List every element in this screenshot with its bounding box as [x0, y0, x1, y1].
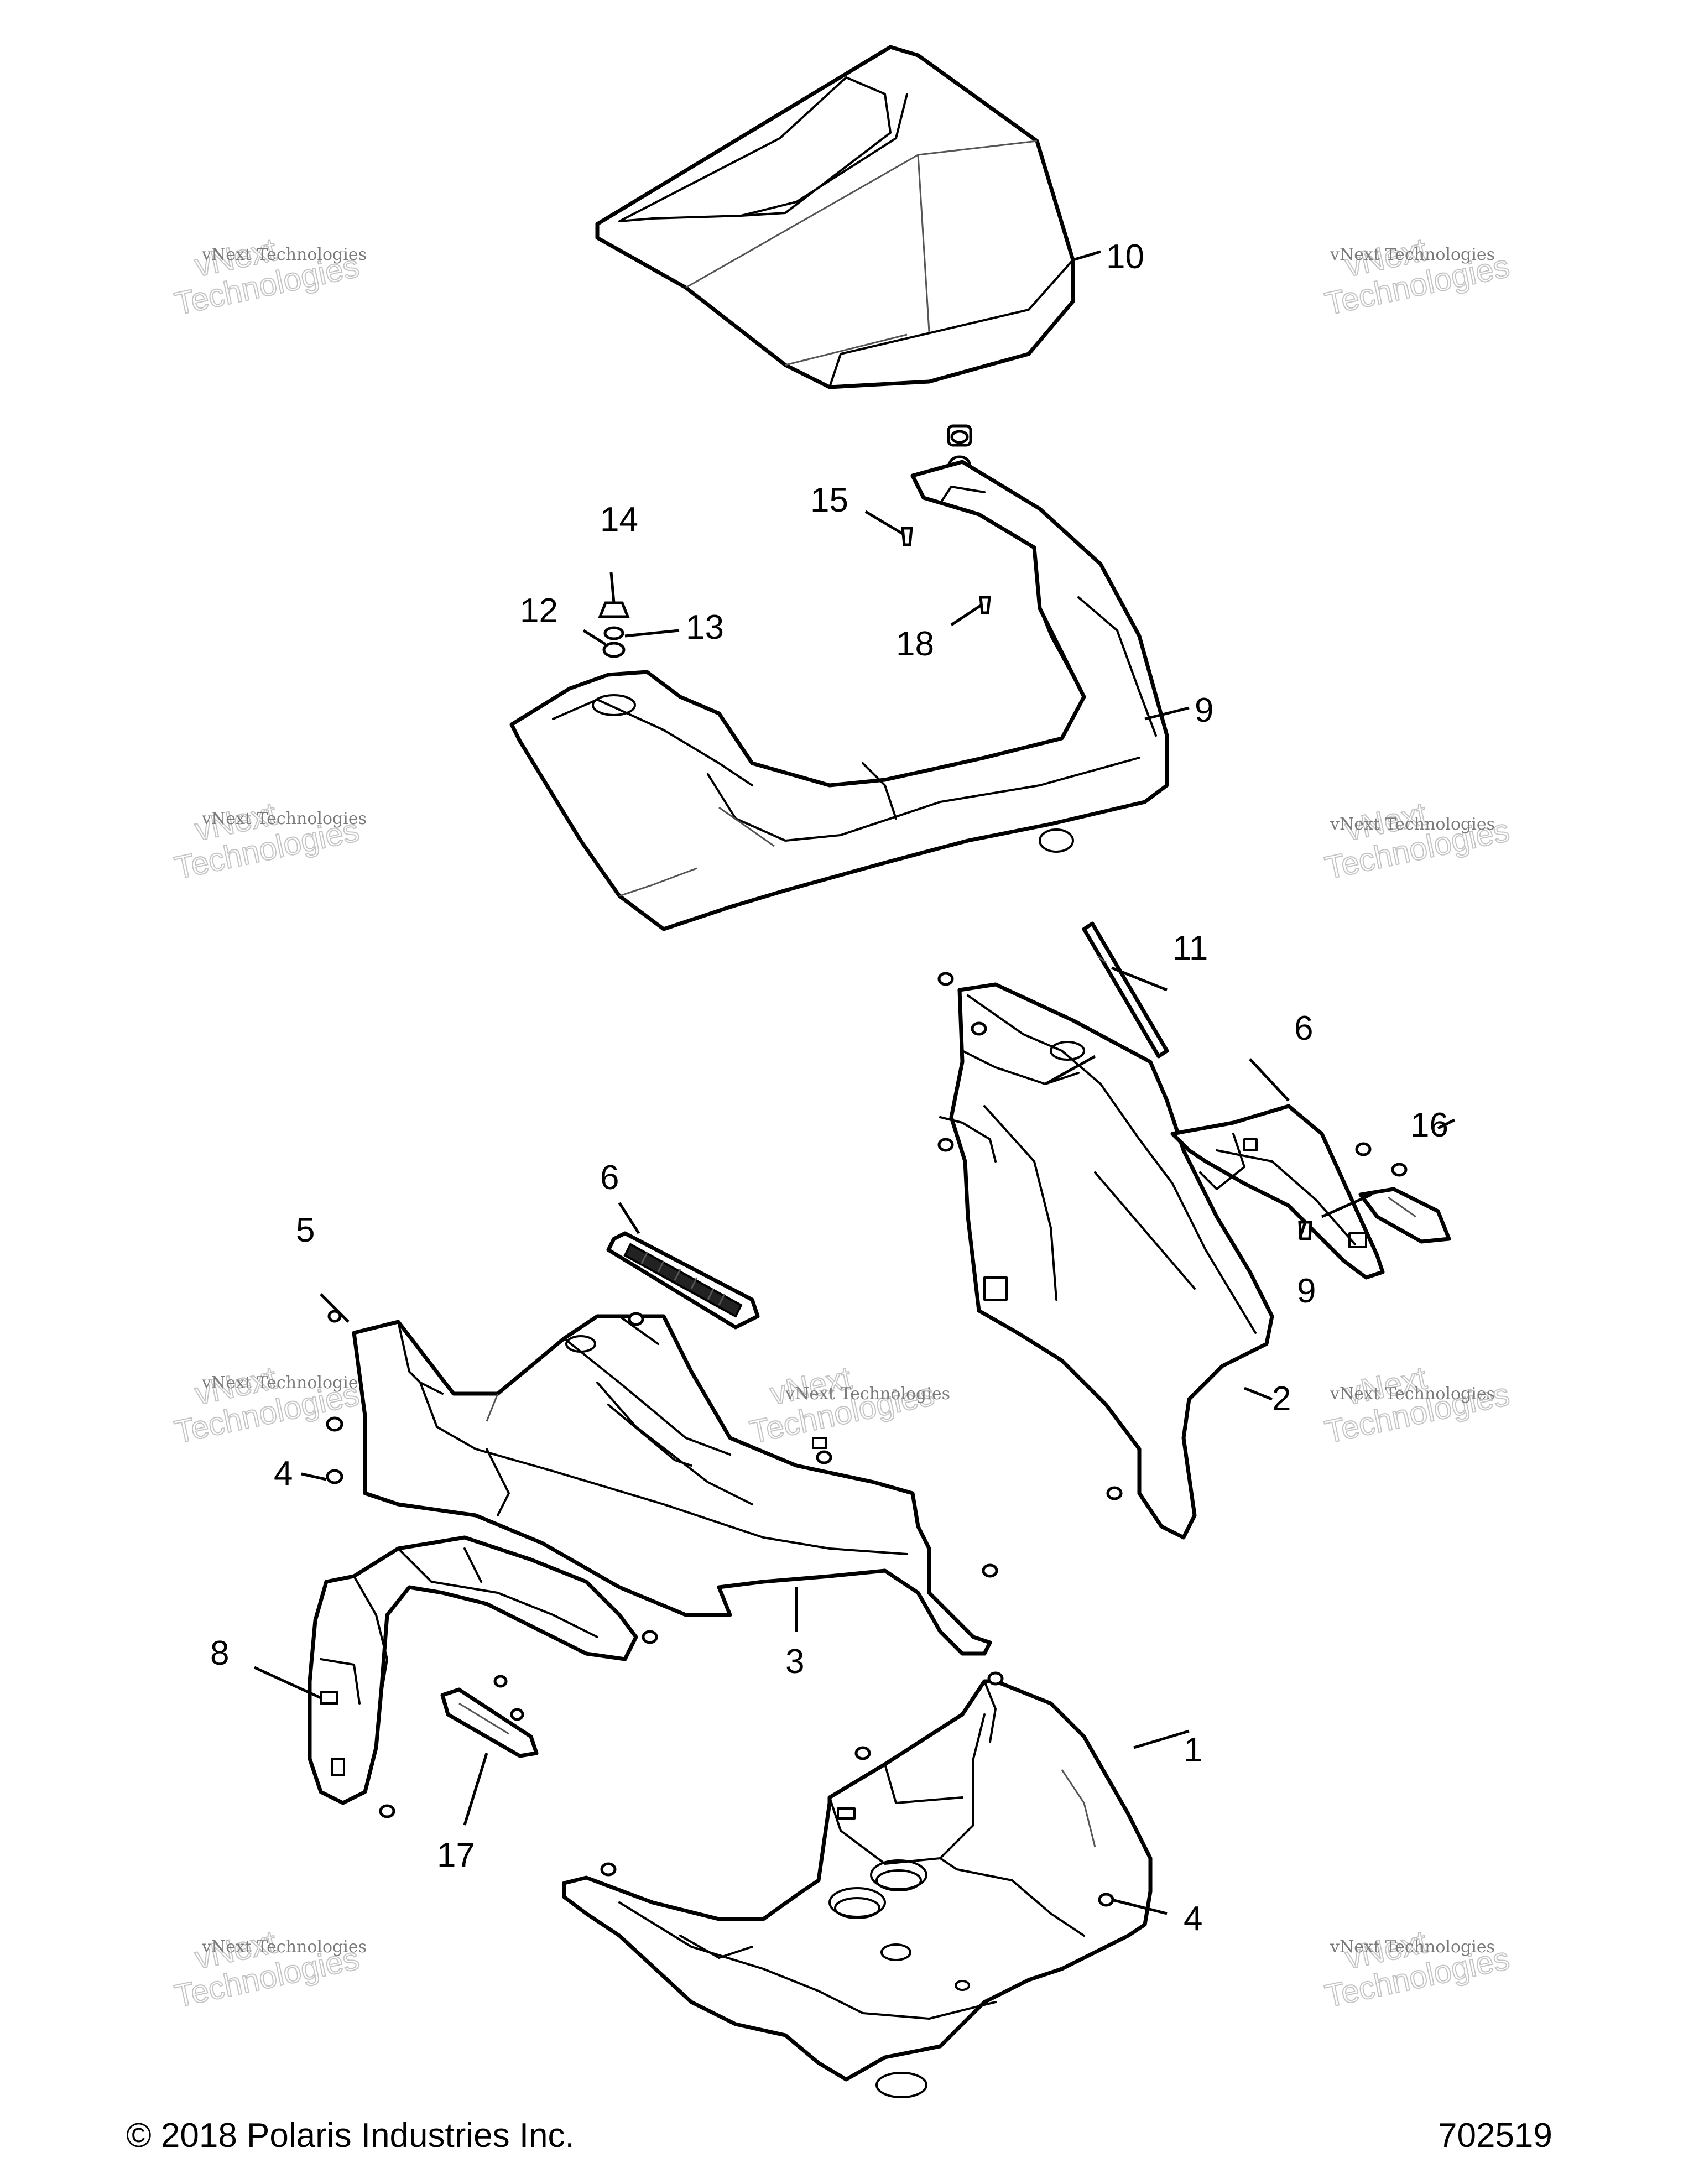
- watermark-small-12: vNext Technologies: [1330, 1937, 1495, 1957]
- part-12-strip: [1082, 921, 1169, 1059]
- part-2-right-panel: [939, 982, 1274, 1540]
- callout-8: 8: [210, 1634, 229, 1672]
- fastener-stack-13-15: [598, 601, 630, 658]
- callout-12: 11: [1172, 929, 1208, 967]
- watermark-small-4: vNext Technologies: [201, 809, 367, 828]
- part-17-bracket: [1355, 1142, 1451, 1244]
- watermark-small-9: vNext Technologies: [1330, 1384, 1495, 1404]
- watermark-small-8: vNext Technologies: [785, 1384, 950, 1404]
- watermark-small-7: vNext Technologies: [201, 1373, 367, 1393]
- fastener-19: [979, 596, 991, 614]
- callout-7: 6: [1294, 1009, 1313, 1047]
- callout-15: 14: [600, 501, 638, 539]
- callout-14: 13: [686, 608, 724, 647]
- callout-1: 1: [1184, 1731, 1202, 1769]
- callout-19: 18: [896, 625, 934, 663]
- watermark-small-10: vNext Technologies: [201, 1937, 367, 1957]
- callout-11: 10: [1106, 238, 1144, 276]
- callout-labels: 10 14 12 13 15 18 9 11 6 16 9 2 6 5 4 3 …: [210, 238, 1448, 1938]
- part-6-grille: [606, 1231, 760, 1330]
- leader-lines: [253, 250, 1456, 1915]
- watermark-10: vNext Technologies: [171, 1924, 363, 2015]
- watermark-small-6: vNext Technologies: [1330, 815, 1495, 834]
- watermark-small-1: vNext Technologies: [201, 245, 367, 264]
- part-8-fender-flare: [308, 1535, 638, 1805]
- callout-4-right: 4: [1184, 1900, 1202, 1938]
- callout-17: 16: [1410, 1106, 1448, 1144]
- part-18-bracket: [440, 1687, 539, 1758]
- callout-9: 9: [1297, 1272, 1316, 1310]
- callout-3: 3: [785, 1643, 804, 1681]
- part-11-hood: [595, 45, 1075, 389]
- callout-4-left: 4: [274, 1455, 293, 1493]
- callout-18: 17: [437, 1836, 475, 1874]
- part-2-fasteners: [937, 972, 1123, 1500]
- watermark-small-3: vNext Technologies: [1330, 245, 1495, 264]
- part-10-front-panel: [509, 460, 1169, 931]
- part-1-fasteners: [600, 1671, 1114, 1907]
- fastener-16: [901, 527, 913, 546]
- watermark-3: vNext Technologies: [1321, 231, 1513, 322]
- copyright-text: © 2018 Polaris Industries Inc.: [126, 2117, 575, 2155]
- callout-2: 2: [1272, 1380, 1291, 1418]
- callout-5: 5: [296, 1211, 315, 1249]
- part-1-floor-console: [562, 1679, 1153, 2098]
- callout-10: 9: [1195, 691, 1213, 729]
- watermark-1: vNext Technologies: [171, 231, 363, 322]
- part-3-left-panel: [352, 1314, 992, 1656]
- watermark-7: vNext Technologies: [171, 1359, 363, 1451]
- diagram-number: 702519: [1438, 2117, 1552, 2155]
- part-7-fender-flare: [1170, 1104, 1385, 1280]
- callout-13: 12: [520, 592, 558, 630]
- callout-16: 15: [810, 481, 848, 519]
- watermark-4: vNext Technologies: [171, 795, 363, 887]
- watermark-12: vNext Technologies: [1321, 1924, 1513, 2015]
- part-3-fasteners: [326, 1310, 998, 1818]
- callout-6: 6: [600, 1159, 619, 1197]
